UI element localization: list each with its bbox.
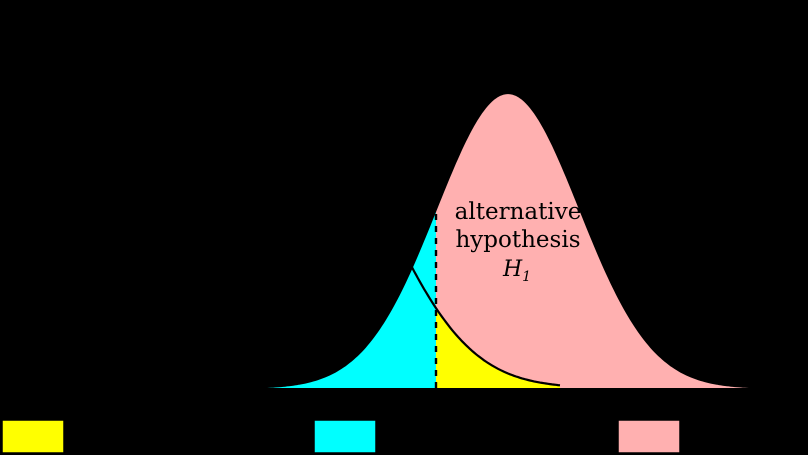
- legend-swatch-power: [617, 419, 681, 454]
- alternative-hypothesis-curve: [225, 91, 806, 389]
- null-symbol-letter: H: [281, 249, 302, 274]
- null-symbol-sub: 0: [301, 261, 310, 277]
- alt-label-line1: alternative: [455, 199, 582, 225]
- legend-sub-type1: 1: [243, 437, 252, 453]
- legend-label-type2: Type 2 error α2: [386, 424, 564, 453]
- resampled-leader-line: [617, 247, 646, 277]
- legend-symbol-type2: α: [540, 424, 556, 450]
- null-label-line1: null: [276, 188, 320, 214]
- null-symbol: H0: [281, 249, 310, 277]
- alt-label-line2: hypothesis: [455, 227, 580, 253]
- power-region: [436, 93, 806, 388]
- type-1-error-region: [436, 308, 560, 388]
- null-label-line2: hypothesis: [235, 217, 360, 243]
- legend: Type 1 error α1 Type 2 error α2 Power β2: [1, 419, 792, 454]
- legend-sub-type2: 2: [555, 437, 564, 453]
- legend-label-power: Power β2: [690, 424, 792, 453]
- resampled-label: Re-sampled: [658, 222, 800, 250]
- legend-symbol-type1: α: [228, 424, 244, 450]
- legend-sub-power: 2: [783, 437, 792, 453]
- threshold-title-text: Decision threshold: [291, 11, 529, 40]
- alt-symbol-sub: 1: [522, 269, 531, 285]
- legend-text-power: Power: [690, 424, 770, 450]
- original-leader-line: [167, 254, 193, 284]
- alt-symbol: H1: [502, 257, 531, 285]
- null-hypothesis-curve: [0, 91, 561, 389]
- theta-symbol: θ: [542, 11, 557, 40]
- alt-symbol-letter: H: [502, 257, 523, 282]
- legend-swatch-type1: [1, 419, 65, 454]
- legend-text-type1: Type 1 error: [74, 424, 228, 450]
- legend-symbol-power: β: [769, 424, 783, 450]
- legend-swatch-type2: [313, 419, 377, 454]
- legend-text-type2: Type 2 error: [386, 424, 540, 450]
- legend-label-type1: Type 1 error α1: [74, 424, 252, 453]
- threshold-title: Decision threshold θ: [291, 11, 558, 40]
- type-2-error-region: [225, 209, 436, 388]
- original-label: Original: [54, 223, 153, 251]
